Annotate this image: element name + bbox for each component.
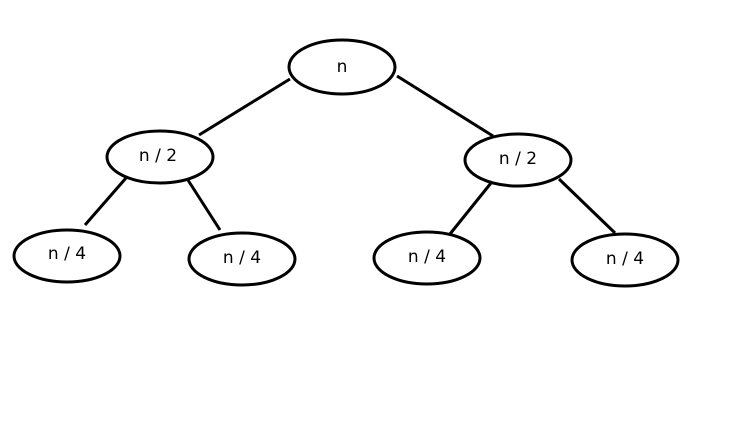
edge-root-to-left-half bbox=[198, 77, 291, 137]
edge-right-half-to-right-left-quarter bbox=[448, 182, 493, 235]
node-left-right-quarter-shape bbox=[187, 231, 297, 287]
node-right-left-quarter: n / 4 bbox=[372, 230, 482, 286]
edge-layer bbox=[83, 74, 617, 235]
node-right-left-quarter-shape bbox=[372, 230, 482, 286]
node-right-right-quarter-shape bbox=[570, 232, 680, 288]
node-right-right-quarter-label: n / 4 bbox=[606, 249, 644, 269]
edge-root-to-right-half bbox=[396, 74, 494, 138]
node-right-right-quarter: n / 4 bbox=[570, 232, 680, 288]
node-left-right-quarter-label: n / 4 bbox=[223, 248, 261, 268]
node-right-left-quarter-label: n / 4 bbox=[408, 247, 446, 267]
node-left-left-quarter-shape bbox=[12, 228, 122, 284]
node-right-half-label: n / 2 bbox=[499, 149, 537, 169]
node-right-half: n / 2 bbox=[463, 132, 573, 188]
edge-left-half-to-left-left-quarter bbox=[83, 177, 128, 226]
node-left-half-shape bbox=[105, 129, 215, 185]
node-left-half: n / 2 bbox=[105, 129, 215, 185]
node-right-half-shape bbox=[463, 132, 573, 188]
node-left-left-quarter-label: n / 4 bbox=[48, 244, 86, 264]
node-left-right-quarter: n / 4 bbox=[187, 231, 297, 287]
node-root-shape bbox=[287, 38, 397, 96]
node-left-left-quarter: n / 4 bbox=[12, 228, 122, 284]
edge-right-half-to-right-right-quarter bbox=[557, 177, 617, 235]
node-root-label: n bbox=[337, 57, 348, 77]
node-root: n bbox=[287, 38, 397, 96]
edge-left-half-to-left-right-quarter bbox=[184, 176, 222, 231]
node-left-half-label: n / 2 bbox=[139, 146, 177, 166]
